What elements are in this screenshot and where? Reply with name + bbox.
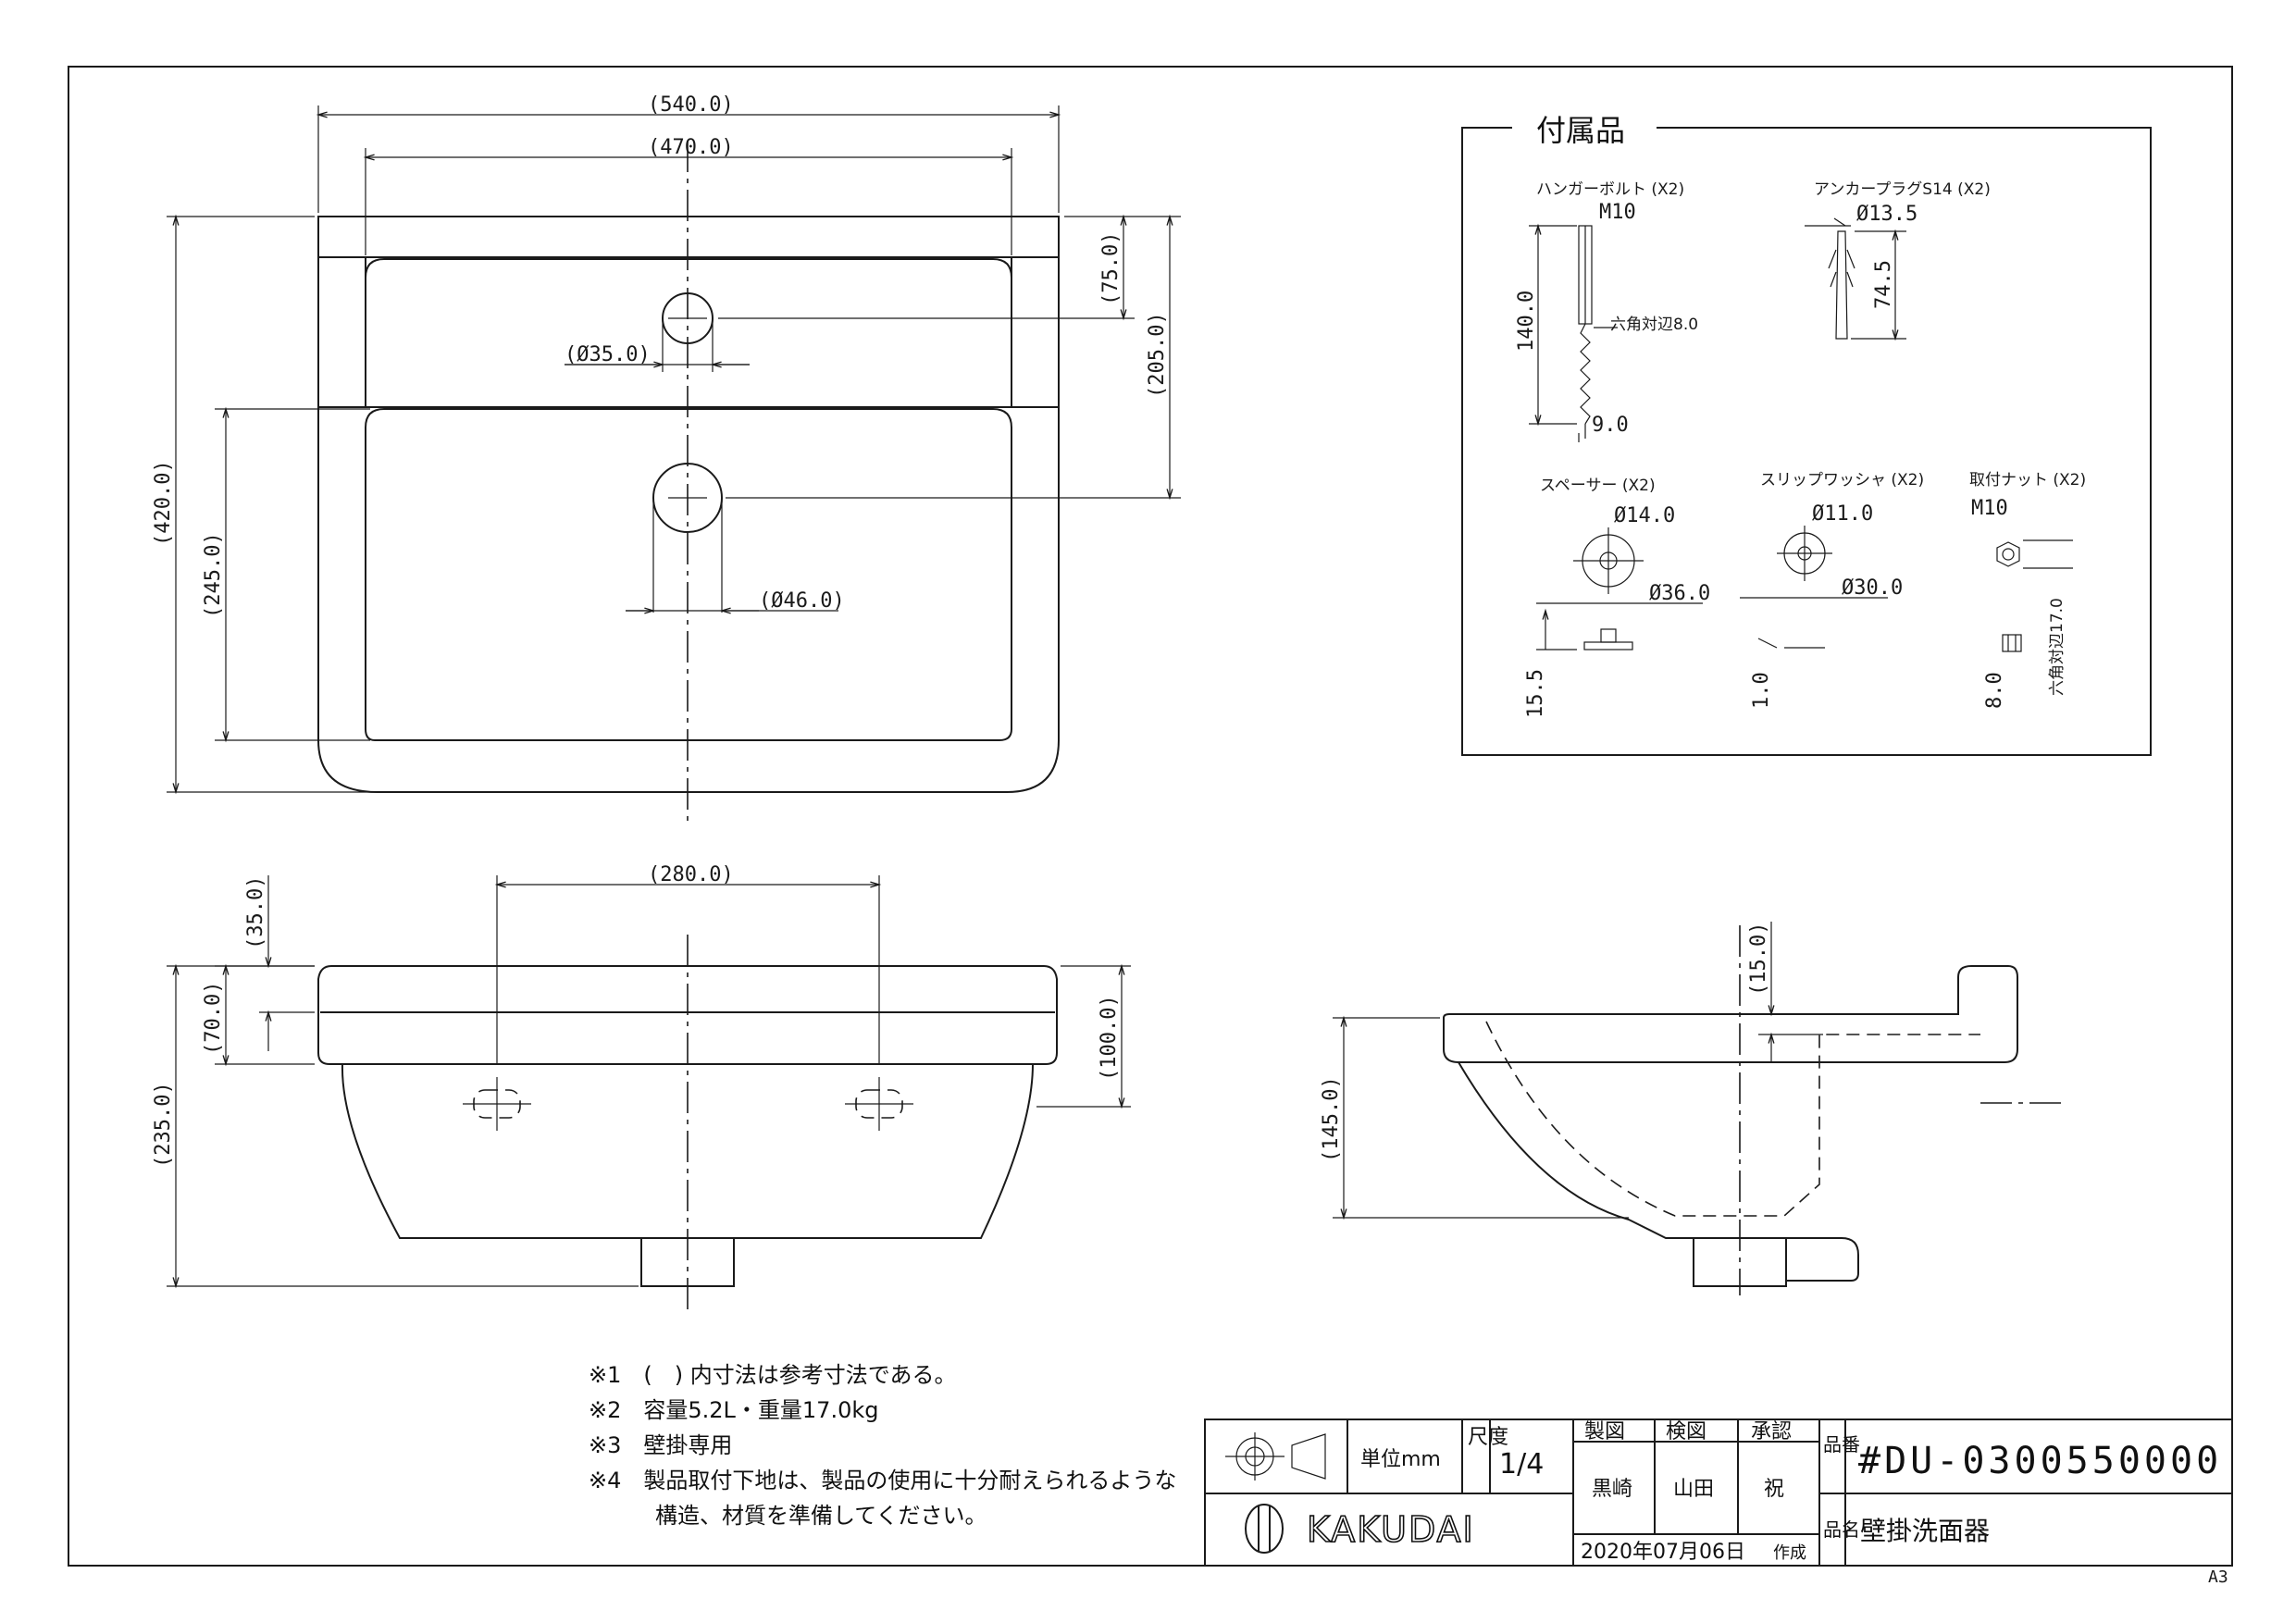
side-view [1443, 925, 2064, 1295]
created-date: 2020年07月06日 [1581, 1541, 1745, 1564]
scale-label-text: 尺度 [1468, 1426, 1508, 1449]
washer-label: スリップワッシャ (X2) [1760, 471, 1924, 489]
note-1: ※1 ( ) 内寸法は参考寸法である。 [589, 1362, 957, 1388]
hanger-m10: M10 [1599, 201, 1636, 224]
washer-1: 1.0 [1750, 672, 1773, 709]
notes: ※1 ( ) 内寸法は参考寸法である。 ※2 容量5.2L・重量17.0kg ※… [589, 1362, 1176, 1529]
dim-470: (470.0) [648, 136, 734, 159]
part-no: #DU-0300550000 [1858, 1440, 2222, 1482]
note-2: ※2 容量5.2L・重量17.0kg [589, 1397, 879, 1423]
dim-35: (35.0) [244, 876, 267, 949]
spacer-36: Ø36.0 [1649, 582, 1710, 605]
projection-symbol-icon [1225, 1432, 1326, 1481]
kakudai-logo-icon [1245, 1504, 1284, 1554]
made-label: 製図 [1584, 1420, 1625, 1443]
hanger-140: 140.0 [1515, 291, 1538, 352]
washer-11: Ø11.0 [1812, 502, 1873, 526]
brand-name: KAKUDAI [1307, 1509, 1475, 1550]
spacer-155: 15.5 [1524, 669, 1547, 718]
dim-205: (205.0) [1146, 312, 1169, 398]
scale-value: 1/4 [1499, 1448, 1544, 1481]
dim-70: (70.0) [202, 982, 225, 1055]
hanger-hex: 六角対辺8.0 [1610, 316, 1698, 334]
sheet-size: A3 [2208, 1567, 2228, 1587]
dim-280: (280.0) [648, 863, 734, 886]
checked-label: 検図 [1666, 1420, 1706, 1443]
nut-8: 8.0 [1983, 672, 2006, 709]
nut-hex: 六角対辺17.0 [2048, 598, 2066, 696]
hanger-9: 9.0 [1592, 414, 1629, 437]
front-view-dimensions: (280.0) (35.0) (70.0) (100.0) (235.0) [152, 863, 1131, 1289]
name-label: 品名 [1823, 1518, 1860, 1541]
checked-by: 山田 [1673, 1478, 1714, 1501]
front-view [317, 875, 1058, 1314]
dim-540: (540.0) [648, 93, 734, 117]
washer-30: Ø30.0 [1842, 576, 1903, 600]
spacer-14: Ø14.0 [1614, 504, 1675, 527]
approved-by: 祝 [1764, 1478, 1784, 1501]
nut-label: 取付ナット (X2) [1969, 471, 2086, 489]
anchor-label: アンカープラグS14 (X2) [1814, 180, 1991, 199]
dim-245: (245.0) [202, 532, 225, 618]
dim-75: (75.0) [1099, 232, 1123, 305]
note-4: ※4 製品取付下地は、製品の使用に十分耐えられるような [589, 1468, 1176, 1493]
title-block: 単位mm 尺度 1/4 製図 検図 承認 黒崎 山田 祝 2020年07月06日… [1204, 1419, 2233, 1567]
side-view-dimensions: (15.0) (145.0) [1320, 922, 1823, 1220]
scale-label: 尺度 [1468, 1426, 1508, 1449]
made-by: 黒崎 [1592, 1478, 1632, 1501]
anchor-len: 74.5 [1872, 260, 1895, 309]
product-name: 壁掛洗面器 [1860, 1516, 1990, 1546]
dim-dia46: (Ø46.0) [759, 589, 845, 613]
dim-side-15: (15.0) [1747, 923, 1770, 996]
accessories-box: 付属品 ハンガーボルト (X2) M10 140.0 六角対辺8.0 9.0 ア… [1461, 113, 2152, 756]
dim-420: (420.0) [152, 460, 175, 546]
dim-145: (145.0) [1320, 1076, 1343, 1162]
hanger-bolt-label: ハンガーボルト (X2) [1536, 180, 1684, 199]
dim-235: (235.0) [152, 1082, 175, 1168]
approved-label: 承認 [1751, 1420, 1792, 1443]
sheet-frame [68, 66, 2233, 1567]
anchor-dia: Ø13.5 [1856, 203, 1917, 226]
created-label: 作成 [1773, 1543, 1806, 1563]
note-3: ※3 壁掛専用 [589, 1432, 732, 1458]
unit-label: 単位mm [1360, 1448, 1441, 1471]
top-view [317, 141, 1060, 824]
nut-m10: M10 [1971, 497, 2008, 520]
dim-dia35: (Ø35.0) [565, 343, 651, 366]
dim-100: (100.0) [1098, 995, 1121, 1081]
spacer-label: スペーサー (X2) [1540, 477, 1656, 495]
top-view-dimensions: (540.0) (470.0) (Ø35.0) (Ø46.0) (75.0) (… [152, 93, 1181, 795]
part-no-label: 品番 [1823, 1433, 1860, 1456]
accessories-title: 付属品 [1536, 113, 1625, 148]
note-4b: 構造、材質を準備してください。 [589, 1503, 987, 1529]
